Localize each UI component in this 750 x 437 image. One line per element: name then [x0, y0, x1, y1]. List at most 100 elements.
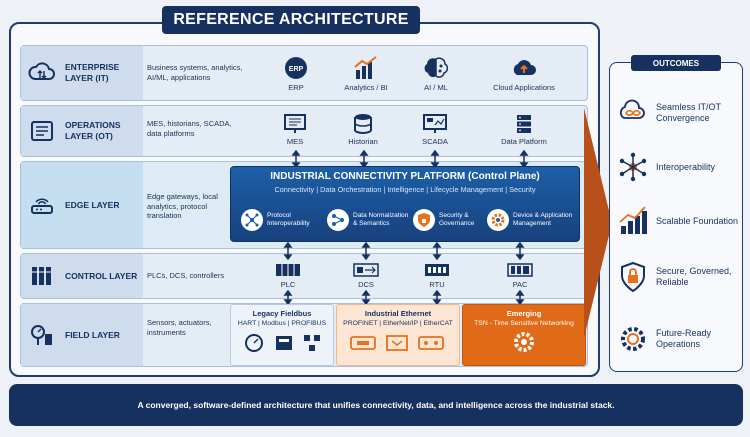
erp-label: ERP — [288, 83, 304, 92]
control-field-arrows — [283, 290, 525, 304]
edge-layer-header: EDGE LAYER — [21, 162, 143, 248]
control-layer-label: CONTROL LAYER — [65, 270, 138, 281]
brain-icon — [424, 57, 449, 78]
outcomes-chevron — [584, 108, 612, 338]
control-layer-header: CONTROL LAYER — [21, 254, 143, 298]
outcome-secure: Secure, Governed, Reliable — [616, 260, 740, 294]
operations-layer-label: OPERATIONS LAYER (OT) — [65, 120, 121, 141]
sensor-gauge-icon — [31, 325, 52, 345]
mes-tile: MES — [249, 113, 341, 146]
network-hub-icon — [619, 152, 647, 182]
gear-icon — [621, 327, 645, 351]
outcomes-title: OUTCOMES — [631, 55, 721, 71]
server-stack-icon — [517, 115, 531, 133]
dcs-tile: DCS — [320, 262, 412, 289]
rtu-tile: RTU — [391, 262, 483, 289]
dcs-module-icon — [353, 263, 379, 277]
analytics-label: Analytics / BI — [344, 83, 388, 92]
platform-item-protocol: Protocol Interoperability — [241, 203, 323, 237]
rtu-label: RTU — [429, 280, 445, 289]
monitor-icon — [284, 114, 306, 133]
data-platform-label: Data Platform — [501, 137, 547, 146]
field-layer-desc: Sensors, actuators, instruments — [147, 318, 212, 337]
historian-label: Historian — [348, 137, 378, 146]
growth-bars-icon — [619, 206, 647, 234]
outcome-future-ready-label: Future-Ready Operations — [656, 328, 712, 349]
scada-tile: SCADA — [389, 113, 481, 146]
rtu-module-icon — [425, 264, 449, 276]
control-cabinet-icon — [32, 267, 51, 285]
pac-module-icon — [507, 263, 533, 277]
operations-layer: OPERATIONS LAYER (OT) MES, historians, S… — [20, 105, 588, 157]
connectivity-platform: INDUSTRIAL CONNECTIVITY PLATFORM (Contro… — [230, 166, 580, 242]
page-title: REFERENCE ARCHITECTURE — [162, 6, 420, 34]
outcome-interoperability-label: Interoperability — [656, 161, 716, 172]
pac-tile: PAC — [474, 262, 566, 289]
outcome-convergence: Seamless IT/OT Convergence — [616, 96, 740, 130]
outcome-secure-label: Secure, Governed, Reliable — [656, 266, 732, 287]
mes-label: MES — [286, 137, 304, 146]
ai-ml-label: AI / ML — [424, 83, 448, 92]
control-layer-desc: PLCs, DCS, controllers — [147, 271, 225, 280]
operations-layer-header: OPERATIONS LAYER (OT) — [21, 106, 143, 156]
enterprise-layer-label: ENTERPRISE LAYER (IT) — [65, 62, 120, 83]
router-icon — [31, 198, 53, 214]
emerging-box: Emerging TSN - Time Sensitive Networking — [462, 304, 586, 366]
enterprise-layer-desc: Business systems, analytics, AI/ML, appl… — [147, 63, 243, 82]
industrial-ethernet-box: Industrial Ethernet PROFINET | EtherNet/… — [336, 304, 460, 366]
outcome-scalable: Scalable Foundation — [616, 204, 740, 238]
legacy-fieldbus-title: Legacy Fieldbus — [252, 309, 312, 318]
cloud-upload-icon — [513, 60, 536, 75]
platform-subtitle: Connectivity | Data Orchestration | Inte… — [274, 185, 536, 194]
outcome-interoperability: Interoperability — [616, 150, 740, 184]
platform-item-security-label: Security & Governance — [439, 212, 475, 227]
emerging-subtitle: TSN - Time Sensitive Networking — [474, 320, 574, 327]
platform-item-normalization: Data Normalization & Semantics — [327, 203, 409, 237]
emerging-title: Emerging — [506, 309, 542, 318]
analytics-tile: Analytics / BI — [320, 55, 412, 92]
erp-tile: ERP ERP — [250, 55, 342, 92]
legacy-fieldbus-subtitle: HART | Modbus | PROFIBUS — [237, 320, 327, 327]
ai-ml-tile: AI / ML — [390, 55, 482, 92]
platform-item-security: Security & Governance — [413, 203, 495, 237]
platform-item-device-label: Device & Application Management — [513, 212, 573, 227]
database-icon — [354, 114, 372, 134]
bar-chart-icon — [354, 56, 377, 79]
shield-lock-icon — [621, 261, 645, 293]
plc-module-icon — [276, 264, 300, 276]
shield-lock-icon — [413, 209, 435, 231]
cloud-apps-label: Cloud Applications — [493, 83, 555, 92]
data-platform-tile: Data Platform — [478, 113, 570, 146]
dcs-label: DCS — [358, 280, 374, 289]
edge-layer-desc: Edge gateways, local analytics, protocol… — [147, 192, 218, 220]
historian-tile: Historian — [317, 113, 409, 146]
outcome-convergence-label: Seamless IT/OT Convergence — [656, 102, 721, 123]
gear-icon — [514, 332, 534, 352]
server-dashboard-icon — [31, 121, 53, 141]
platform-title: INDUSTRIAL CONNECTIVITY PLATFORM (Contro… — [270, 171, 540, 182]
outcome-scalable-label: Scalable Foundation — [656, 215, 739, 226]
control-layer: CONTROL LAYER PLCs, DCS, controllers — [20, 253, 588, 299]
industrial-ethernet-title: Industrial Ethernet — [364, 309, 432, 318]
field-layer-header: FIELD LAYER — [21, 304, 143, 366]
plc-label: PLC — [280, 280, 296, 289]
platform-item-normalization-label: Data Normalization & Semantics — [353, 212, 409, 227]
operations-layer-desc: MES, historians, SCADA, data platforms — [147, 119, 232, 138]
industrial-ethernet-subtitle: PROFINET | EtherNet/IP | EtherCAT — [343, 320, 453, 327]
legacy-fieldbus-box: Legacy Fieldbus HART | Modbus | PROFIBUS — [230, 304, 334, 366]
field-layer-label: FIELD LAYER — [65, 329, 120, 340]
ops-platform-arrows — [291, 150, 529, 168]
erp-icon: ERP — [285, 57, 307, 79]
erp-icon-text: ERP — [289, 66, 304, 73]
cloud-sync-icon — [28, 62, 55, 80]
pac-label: PAC — [512, 280, 528, 289]
network-nodes-icon — [241, 209, 263, 231]
platform-item-device: Device & Application Management — [487, 203, 579, 237]
outcome-future-ready: Future-Ready Operations — [616, 322, 740, 356]
scada-screen-icon — [423, 114, 447, 133]
infinity-cloud-icon — [619, 99, 645, 119]
fieldbus-devices-icon — [245, 334, 320, 352]
platform-item-protocol-label: Protocol Interoperability — [267, 212, 310, 227]
gear-icon — [487, 209, 509, 231]
plc-tile: PLC — [242, 262, 334, 289]
